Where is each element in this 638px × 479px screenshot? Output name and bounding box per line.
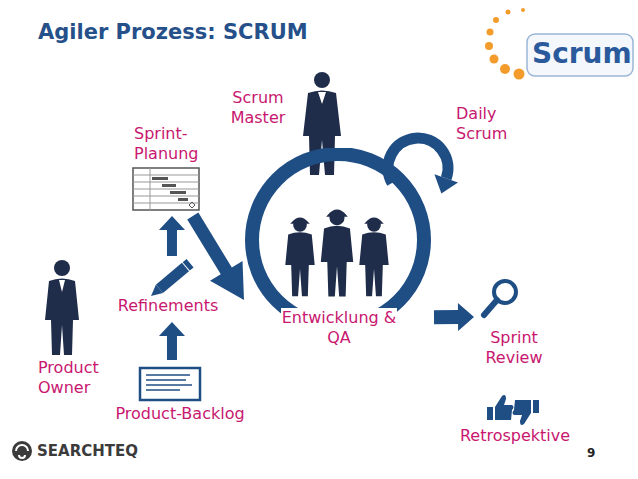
gantt-bar (152, 177, 168, 180)
node-label: Product Owner (38, 358, 114, 398)
node-label: Scrum Master (224, 88, 292, 128)
page-number: 9 (587, 445, 595, 461)
logo-swirl (16, 445, 28, 451)
worker-figure (321, 210, 353, 297)
company-name: SEARCHTEQ (37, 441, 138, 461)
person-head (314, 72, 330, 88)
document-icon (140, 368, 200, 400)
event-item: Daily Scrum (385, 100, 520, 210)
node-label: Sprint-Planung (134, 124, 208, 164)
gantt-bar (162, 184, 176, 187)
person-body (45, 279, 79, 356)
document-line (146, 384, 192, 386)
gantt-line (150, 168, 151, 210)
logo-dot (493, 17, 499, 23)
thumb-up (495, 395, 514, 420)
gantt-bar (178, 198, 188, 201)
role-item: Product Owner (36, 258, 114, 403)
logo-circle (12, 441, 32, 461)
gantt-milestone (189, 202, 195, 208)
pencil-body (156, 263, 189, 293)
shirt-collar (59, 280, 65, 292)
person-head (54, 260, 70, 276)
pencil-eraser (183, 259, 194, 271)
flow-arrow (187, 213, 244, 300)
logo-swirl (19, 455, 25, 458)
thumb-down (513, 400, 532, 425)
person-icon (45, 260, 79, 355)
activity-item: Sprint-Planung (128, 122, 208, 216)
company-logo-mark (12, 441, 32, 461)
logo-dot (490, 55, 499, 64)
logo-dot (514, 69, 525, 80)
slide-title: Agiler Prozess: SCRUM (38, 20, 308, 44)
logo-dot (485, 42, 493, 50)
shirt-collar (318, 92, 326, 104)
thumb-cuff (487, 407, 493, 420)
node-label: Retrospektive (452, 426, 578, 446)
node-label: Refinements (108, 296, 228, 316)
gantt-line (133, 196, 199, 197)
gantt-line (133, 175, 199, 176)
logo-dots (485, 8, 525, 80)
worker-figure (359, 217, 388, 296)
node-label: Entwicklung & QA (281, 308, 397, 348)
flow-arrow (434, 303, 474, 331)
flow-arrow (159, 322, 185, 360)
logo-dot (487, 29, 494, 36)
gantt-line (133, 203, 199, 204)
node-label: Sprint Review (474, 328, 554, 368)
event-item: Sprint Review (474, 276, 554, 372)
document-frame (140, 368, 200, 400)
thumb-cuff (533, 400, 539, 413)
document-line (146, 389, 180, 391)
thumbs-icon (487, 395, 539, 425)
magnifier-handle (484, 300, 497, 315)
activity-item: Refinements (108, 256, 228, 322)
magnifier-icon (484, 281, 516, 315)
worker-figure (285, 217, 314, 296)
logo-text: Scrum (532, 37, 632, 71)
event-item: Retrospektive (452, 392, 578, 450)
artifact-item: Product-Backlog (100, 360, 260, 428)
node-label: Daily Scrum (456, 104, 516, 144)
logo-dot (506, 10, 511, 15)
document-line (146, 374, 190, 376)
gantt-line (133, 189, 199, 190)
gantt-line (133, 182, 199, 183)
cycle-ring-stroke (252, 154, 424, 326)
pencil-icon (147, 259, 193, 300)
node-label: Product-Backlog (100, 404, 260, 424)
cycle-circle: Entwicklung & QA (244, 148, 434, 352)
loop-arrowhead (434, 174, 458, 193)
logo-frame (527, 34, 633, 76)
flow-arrow (159, 216, 185, 256)
document-line (146, 379, 186, 381)
gantt-icon (133, 168, 199, 210)
logo-dot (521, 8, 525, 12)
gantt-frame (133, 168, 199, 210)
gantt-bar (170, 191, 186, 194)
role-item: Scrum Master (222, 70, 350, 178)
team-icon (285, 210, 388, 297)
logo-dot (500, 64, 510, 74)
